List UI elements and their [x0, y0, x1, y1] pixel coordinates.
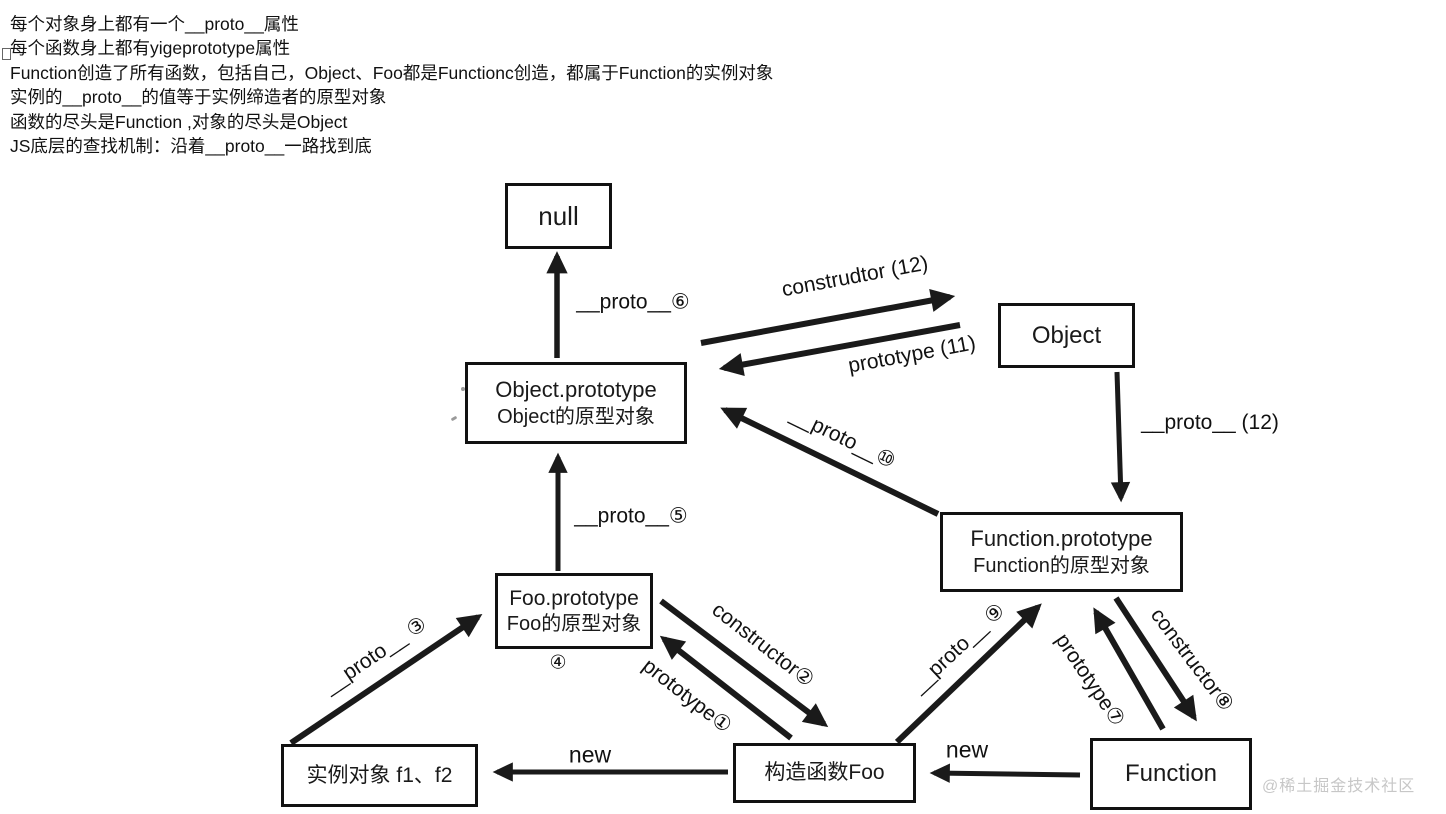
node-sublabel: Foo的原型对象 — [506, 612, 642, 635]
node-sublabel: Object的原型对象 — [497, 406, 655, 428]
node-foo-prototype: Foo.prototype Foo的原型对象 — [495, 573, 653, 649]
edge-prototype-7 — [1093, 607, 1166, 731]
edge-proto-12 — [1110, 371, 1131, 503]
note-line: Function创造了所有函数，包括自己，Object、Foo都是Functio… — [10, 62, 774, 83]
edge-proto-3 — [289, 614, 483, 746]
node-null: null — [505, 183, 612, 249]
edge-proto-10 — [720, 407, 940, 517]
node-label: Function.prototype — [970, 526, 1153, 551]
tofu-glyph — [2, 48, 11, 60]
node-label: Foo.prototype — [509, 586, 639, 610]
node-label: Object.prototype — [495, 377, 657, 402]
notes-block: 每个对象身上都有一个__proto__属性 每个函数身上都有yigeprotot… — [10, 12, 773, 158]
step-4-marker: ④ — [549, 652, 567, 674]
node-constructor-foo: 构造函数Foo — [733, 743, 916, 803]
node-label: Object — [1031, 321, 1102, 349]
edge-label-proto-6: __proto__⑥ — [576, 290, 690, 314]
edge-prototype-1 — [659, 635, 793, 741]
node-sublabel: Function的原型对象 — [973, 555, 1150, 577]
edge-constructor-8 — [1113, 596, 1197, 722]
node-label: 实例对象 f1、f2 — [306, 763, 453, 787]
node-label: Function — [1124, 760, 1218, 787]
edge-label-new-left: new — [568, 741, 612, 768]
edge-construdtor-12 — [700, 289, 956, 346]
note-line: 每个函数身上都有yigeprototype属性 — [10, 38, 291, 59]
stray-mark — [461, 387, 465, 391]
note-line: 实例的__proto__的值等于实例缔造者的原型对象 — [10, 87, 387, 108]
watermark: @稀土掘金技术社区 — [1262, 778, 1416, 795]
edge-label-proto-12: __proto__ (12) — [1141, 411, 1279, 434]
edge-proto-9 — [894, 603, 1042, 745]
node-label: null — [538, 201, 579, 231]
node-function-prototype: Function.prototype Function的原型对象 — [940, 512, 1183, 592]
node-label: 构造函数Foo — [764, 761, 885, 784]
edge-prototype-11 — [718, 322, 961, 377]
edge-constructor-2 — [659, 598, 829, 728]
node-function: Function — [1090, 738, 1252, 810]
node-object-prototype: Object.prototype Object的原型对象 — [465, 362, 687, 444]
note-line: JS底层的查找机制：沿着__proto__一路找到底 — [10, 136, 372, 157]
note-line: 每个对象身上都有一个__proto__属性 — [10, 14, 299, 34]
edge-label-proto-5: __proto__⑤ — [574, 504, 688, 528]
node-object: Object — [998, 303, 1135, 368]
note-line: 函数的尽头是Function ,对象的尽头是Object — [10, 111, 348, 132]
edge-new-right — [929, 763, 1081, 783]
node-instances-f1-f2: 实例对象 f1、f2 — [281, 744, 478, 807]
edge-label-new-right: new — [945, 736, 989, 763]
